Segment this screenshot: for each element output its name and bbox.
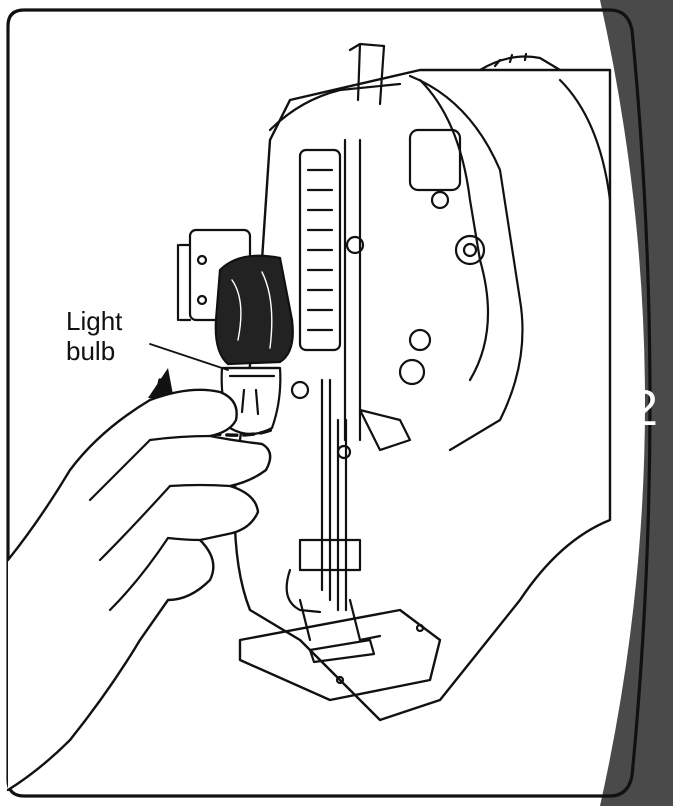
chapter-number: 2	[630, 380, 658, 436]
light-bulb-callout: Light bulb	[66, 306, 122, 366]
needle-plate	[238, 608, 442, 702]
hand	[6, 388, 272, 792]
bulb-socket	[214, 254, 294, 366]
needle-bar	[320, 378, 348, 612]
callout-line2: bulb	[66, 336, 116, 366]
handwheel	[478, 55, 562, 72]
arrow-head	[148, 368, 174, 400]
machine-body	[233, 68, 612, 722]
callout-line1: Light	[66, 306, 123, 336]
callout-leader	[149, 343, 229, 371]
